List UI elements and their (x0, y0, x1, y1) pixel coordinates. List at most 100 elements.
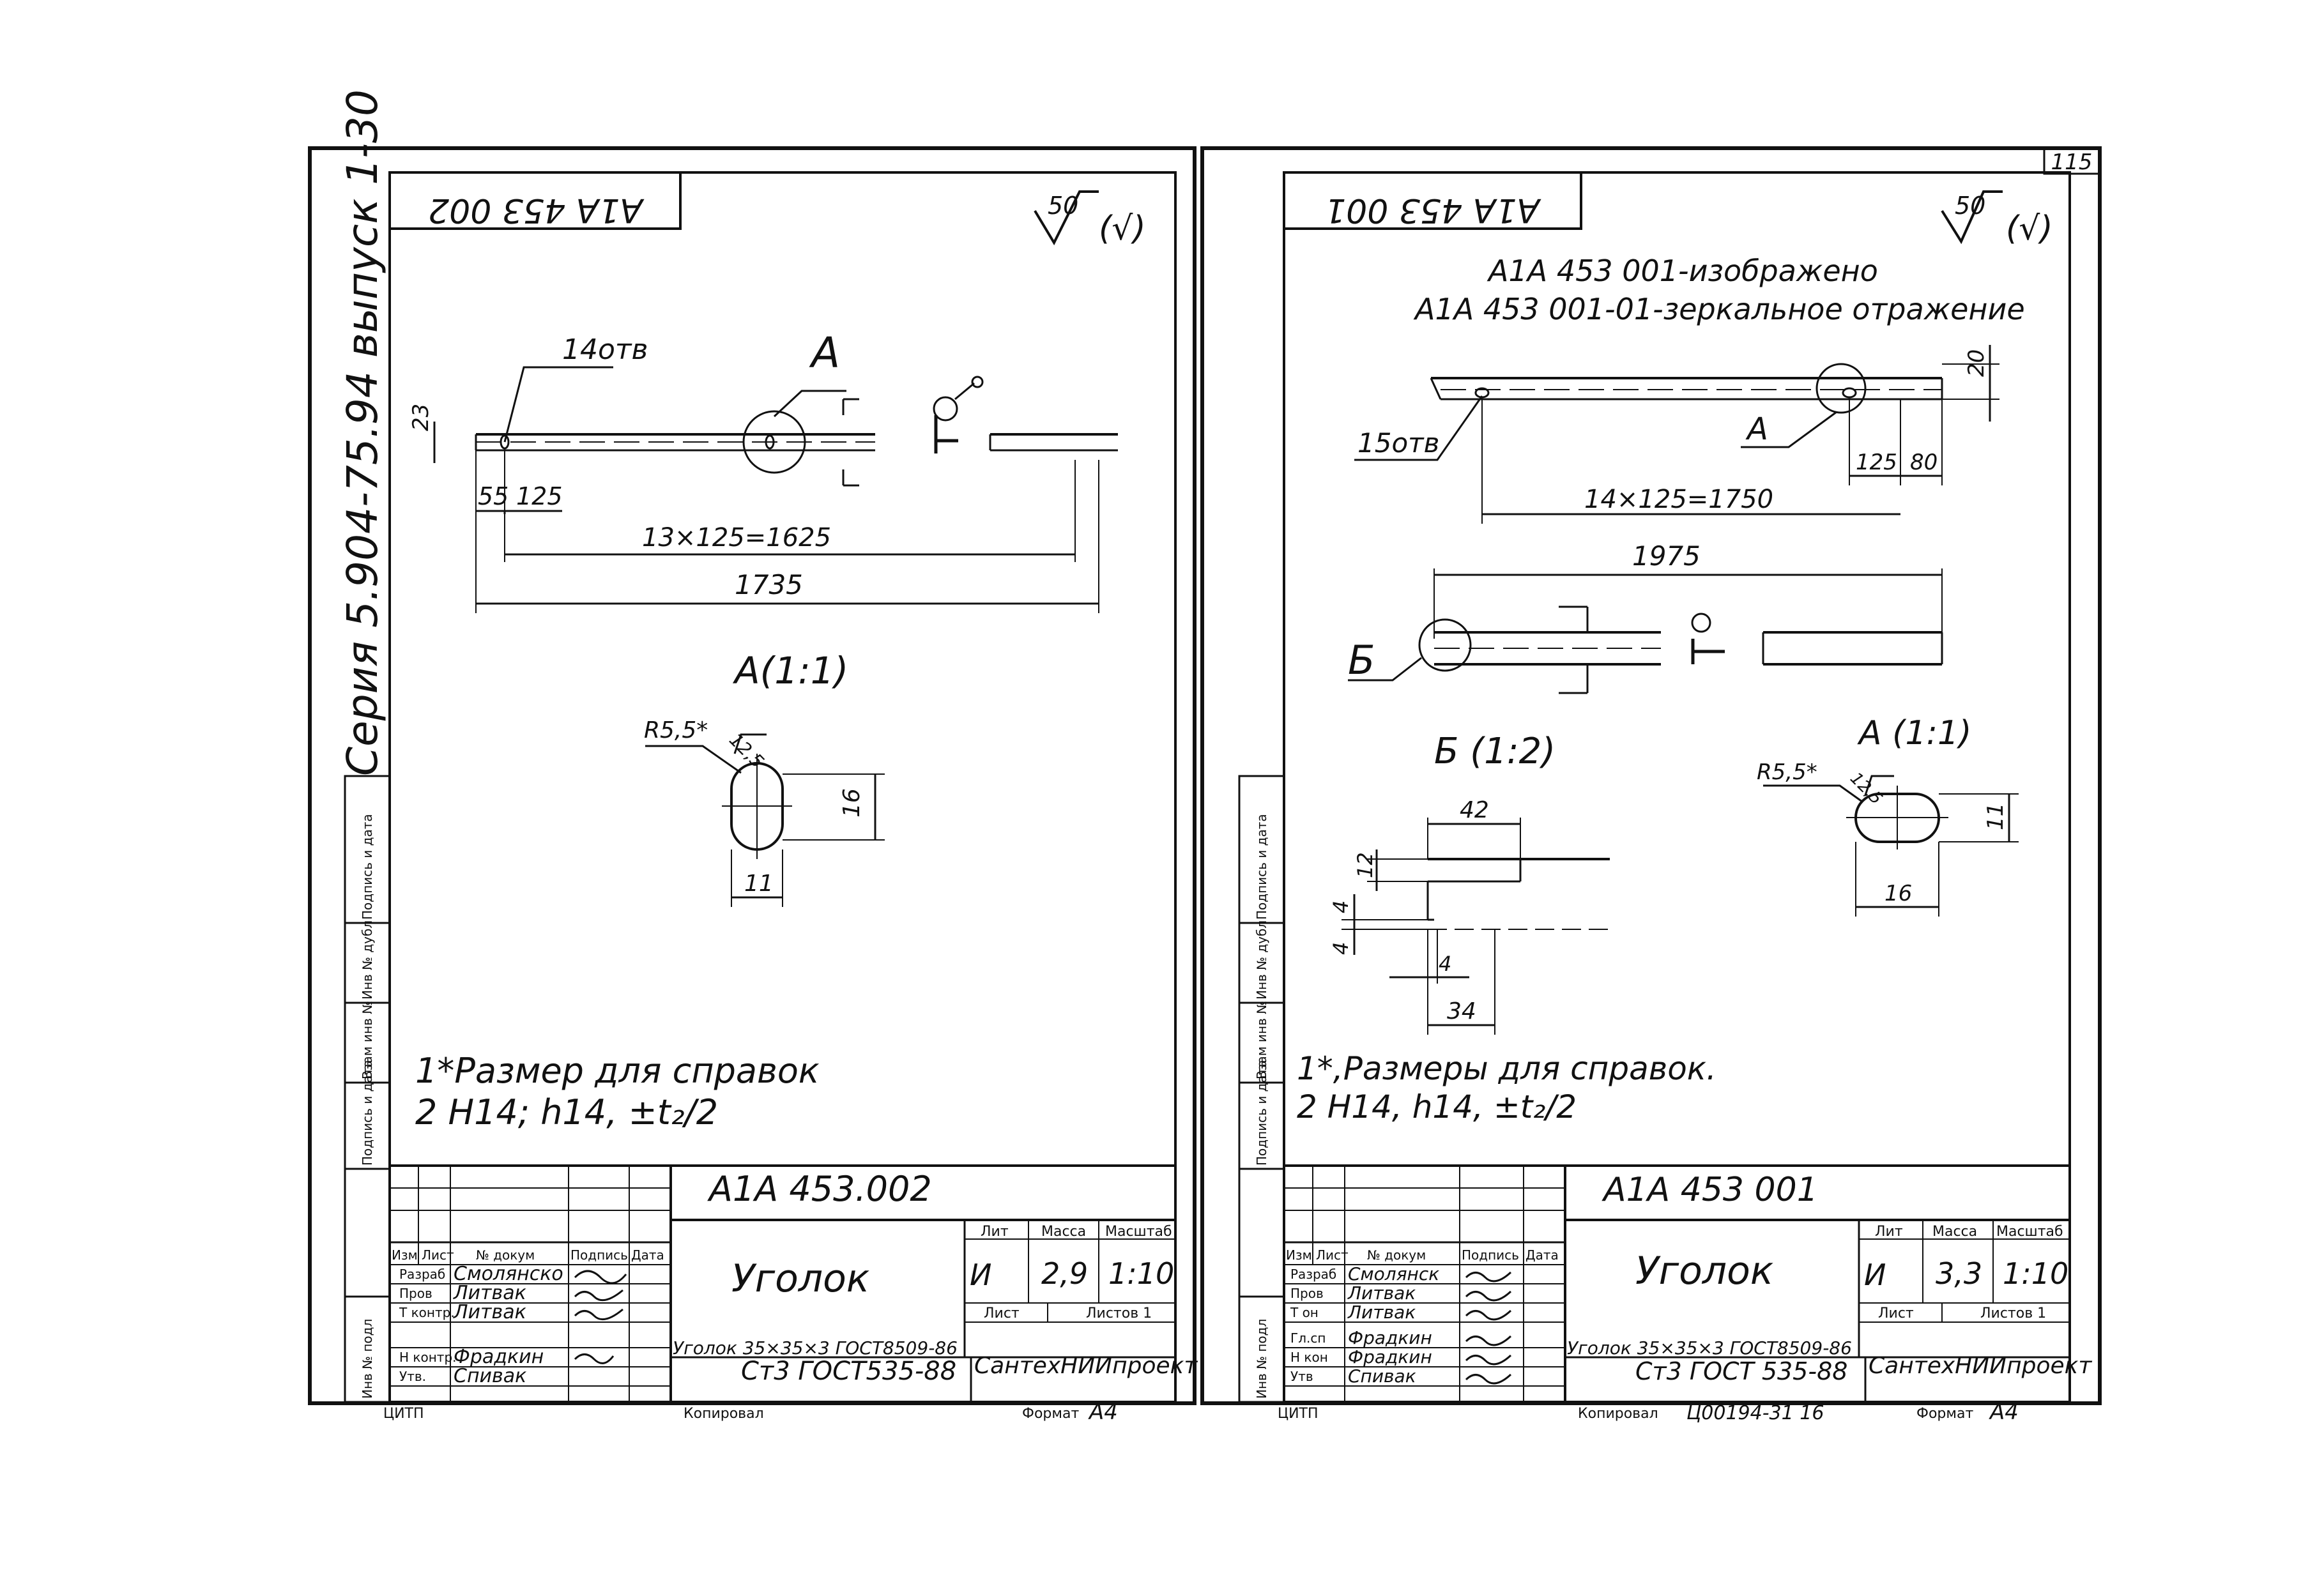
right-detail-a-leader (1741, 411, 1837, 448)
svg-text:4: 4 (1329, 942, 1353, 955)
svg-text:Дата: Дата (1525, 1247, 1559, 1263)
svg-text:Изм: Изм (1286, 1247, 1312, 1263)
svg-text:Уголок 35×35×3 ГОСТ8509-86: Уголок 35×35×3 ГОСТ8509-86 (673, 1337, 958, 1359)
svg-text:2,9: 2,9 (1041, 1256, 1088, 1291)
svg-text:Н кон: Н кон (1290, 1350, 1328, 1365)
right-angle-bar (1430, 363, 1943, 414)
svg-text:Листов 1: Листов 1 (1086, 1306, 1152, 1321)
holes-leader (503, 366, 613, 443)
svg-text:13×125=1625: 13×125=1625 (642, 523, 831, 552)
svg-text:Масштаб: Масштаб (1105, 1224, 1172, 1240)
svg-text:1:10: 1:10 (1108, 1256, 1174, 1291)
svg-text:И: И (970, 1258, 991, 1292)
right-heading-1: A1A 453 001-изображено (1487, 254, 1878, 288)
svg-text:50: 50 (1048, 192, 1078, 220)
svg-text:Н контр.: Н контр. (399, 1350, 457, 1365)
left-footer-format-label: Формат (1022, 1406, 1079, 1422)
svg-text:11: 11 (1983, 803, 2008, 830)
detail-b-drawing: 42 12 4 4 4 34 (1329, 797, 1610, 1035)
svg-text:Спивак: Спивак (454, 1365, 526, 1387)
svg-text:№ докум: № докум (1367, 1247, 1426, 1263)
svg-text:Пров: Пров (1290, 1286, 1324, 1301)
right-footer-org: ЦИТП (1278, 1406, 1319, 1422)
svg-text:Смолянско: Смолянско (454, 1263, 563, 1285)
right-side-view: 1975 Б (1348, 540, 1943, 694)
right-holes-leader (1354, 395, 1483, 461)
svg-text:Пров: Пров (399, 1286, 432, 1301)
svg-text:Листов 1: Листов 1 (1980, 1306, 2046, 1321)
svg-text:20: 20 (1964, 349, 1989, 377)
svg-text:1735: 1735 (735, 569, 803, 600)
svg-text:3,3: 3,3 (1936, 1256, 1982, 1291)
left-title-block: A1A 453.002 Уголок Лит Масса Масштаб И 2… (388, 1164, 1198, 1403)
left-roughness-mark: 50 (√) (1034, 190, 1146, 248)
right-title-block: A1A 453 001 Уголок Лит Масса Масштаб И 3… (1283, 1164, 2092, 1403)
svg-text:Дата: Дата (631, 1247, 664, 1263)
svg-text:Фрадкин: Фрадкин (1348, 1327, 1432, 1348)
left-detail-a-marker: A (809, 328, 840, 377)
left-mirror-code: A1A 453 002 (428, 191, 645, 229)
svg-text:Лит: Лит (1875, 1224, 1903, 1240)
svg-text:11: 11 (744, 871, 774, 897)
svg-text:80: 80 (1910, 450, 1938, 475)
left-code-box (388, 171, 682, 230)
left-dimensions: 23 55 125 13×125=1625 1735 (408, 404, 1099, 613)
detail-b-title: Б (1:2) (1434, 731, 1556, 772)
svg-text:Подпись и дата: Подпись и дата (360, 814, 375, 920)
svg-text:12: 12 (1353, 852, 1377, 878)
svg-text:55: 55 (478, 482, 508, 510)
left-note-1: 1*Размер для справок (415, 1051, 820, 1091)
right-note-1: 1*,Размеры для справок. (1297, 1050, 1716, 1087)
right-mirror-code: A1A 453 001 (1325, 191, 1541, 229)
svg-text:Масса: Масса (1041, 1224, 1086, 1240)
svg-text:4: 4 (1329, 901, 1353, 913)
svg-text:Уголок: Уголок (1635, 1249, 1773, 1293)
svg-text:R5,5*: R5,5* (1757, 759, 1817, 785)
svg-text:Лист: Лист (1878, 1306, 1914, 1321)
svg-text:16: 16 (839, 788, 865, 818)
right-footer-copy-number: Ц00194-31 16 (1686, 1402, 1824, 1424)
left-detail-a-title: A(1:1) (732, 649, 848, 692)
right-code-box (1283, 171, 1582, 230)
svg-text:Масштаб: Масштаб (1996, 1224, 2063, 1240)
svg-text:42: 42 (1460, 797, 1489, 823)
svg-text:Инв № дубл: Инв № дубл (360, 920, 375, 1000)
svg-text:1:10: 1:10 (2003, 1256, 2068, 1291)
svg-text:Т он: Т он (1290, 1305, 1319, 1320)
svg-text:Подпись и дата: Подпись и дата (360, 1060, 375, 1166)
svg-text:Уголок 35×35×3 ГОСТ8509-86: Уголок 35×35×3 ГОСТ8509-86 (1567, 1337, 1852, 1359)
svg-text:Масса: Масса (1932, 1224, 1977, 1240)
svg-text:Т контр.: Т контр. (399, 1305, 455, 1320)
svg-text:Уголок: Уголок (731, 1256, 869, 1301)
svg-text:Лист: Лист (1316, 1247, 1349, 1263)
section-arrow-bottom (842, 469, 859, 487)
svg-text:Лит: Лит (981, 1224, 1009, 1240)
svg-text:(√): (√) (1099, 209, 1146, 248)
svg-text:Подпись: Подпись (1462, 1247, 1519, 1263)
svg-text:16: 16 (1884, 881, 1912, 906)
svg-text:№ докум: № докум (476, 1247, 535, 1263)
page-number: 115 (2051, 149, 2093, 175)
page-number-box (2043, 147, 2101, 175)
left-side-strip: Подпись и дата Инв № дубл Взам инв № Под… (344, 775, 391, 1403)
svg-text:Лист: Лист (984, 1306, 1020, 1321)
svg-text:Подпись и дата: Подпись и дата (1254, 814, 1269, 920)
right-holes-label: 15отв (1357, 427, 1439, 459)
svg-text:A1A 453.002: A1A 453.002 (707, 1169, 932, 1209)
svg-text:A1A 453 001: A1A 453 001 (1602, 1171, 1818, 1209)
svg-text:125: 125 (1856, 450, 1897, 475)
svg-text:Утв: Утв (1290, 1369, 1313, 1384)
svg-text:Литвак: Литвак (453, 1301, 526, 1323)
svg-text:R5,5*: R5,5* (644, 717, 708, 743)
svg-text:Ст3 ГОСТ 535-88: Ст3 ГОСТ 535-88 (1635, 1357, 1847, 1385)
right-inner-frame (1283, 171, 2071, 1403)
svg-text:Утв.: Утв. (399, 1369, 426, 1384)
svg-text:Литвак: Литвак (453, 1282, 526, 1304)
svg-text:Литвак: Литвак (1347, 1302, 1416, 1323)
svg-text:Подпись: Подпись (570, 1247, 628, 1263)
series-label: Серия 5.904-75.94 выпуск 1-30 (338, 89, 387, 776)
svg-text:Литвак: Литвак (1347, 1283, 1416, 1304)
right-detail-a-marker: A (1745, 411, 1768, 447)
right-dimensions: 20 125 80 14×125=1750 (1481, 345, 1999, 524)
svg-text:Б: Б (1348, 637, 1375, 683)
